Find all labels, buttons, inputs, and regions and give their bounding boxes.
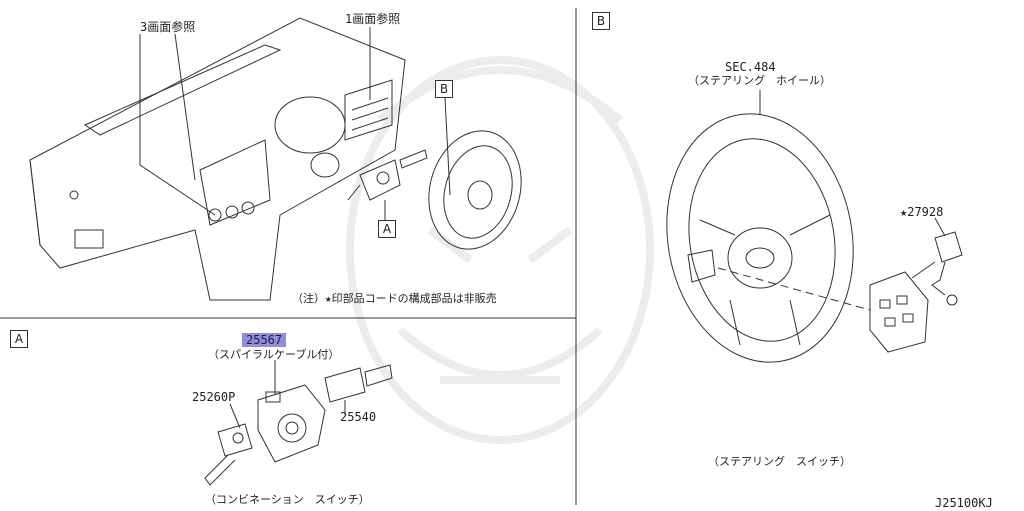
leader-ref3-a	[139, 34, 216, 216]
part-25260P-label[interactable]: 25260P	[192, 390, 236, 404]
leader-27928	[934, 217, 946, 237]
steering-wheel-large	[666, 113, 854, 363]
callout-a-box[interactable]: A	[378, 220, 396, 238]
sec-484-label[interactable]: SEC.484	[725, 60, 776, 74]
panel-b-label: B	[592, 12, 610, 30]
watermark-emblem	[346, 56, 654, 444]
leader-ref3-b	[174, 33, 196, 181]
ref-page-1-label: 1画面参照	[345, 12, 401, 26]
callout-b-box[interactable]: B	[435, 80, 453, 98]
steering-switch-part	[869, 271, 929, 353]
leader-25260P	[229, 403, 241, 429]
steering-wheel-small	[428, 130, 522, 250]
lighting-switch-part	[204, 423, 253, 486]
steering-switch-caption: （ステアリング スイッチ）	[708, 455, 851, 468]
part-25567-label[interactable]: 25567	[242, 333, 287, 347]
part-27928-label[interactable]: ★27928	[900, 205, 944, 219]
part-25567-highlight[interactable]: 25567	[242, 333, 287, 347]
ref-page-3-label: 3画面参照	[140, 20, 196, 34]
diagram-id: J25100KJ	[935, 496, 993, 510]
note-text: （注）★印部品コードの構成部品は非販売	[292, 292, 497, 305]
panel-a-label: A	[10, 330, 28, 348]
steering-wheel-desc: （ステアリング ホイール）	[688, 74, 831, 87]
combination-switch-caption: （コンビネーション スイッチ）	[205, 493, 370, 506]
part-25567-desc: （スパイラルケーブル付）	[208, 348, 340, 361]
combination-switch-small	[347, 149, 428, 201]
spiral-cable-part	[257, 384, 326, 463]
leader-callout-b	[444, 97, 451, 196]
dashboard-drawing	[29, 17, 406, 301]
dashed-connector	[717, 267, 871, 311]
part-25540-label[interactable]: 25540	[340, 410, 377, 424]
wiper-switch-part	[324, 364, 393, 403]
switch-harness-part	[911, 231, 963, 306]
